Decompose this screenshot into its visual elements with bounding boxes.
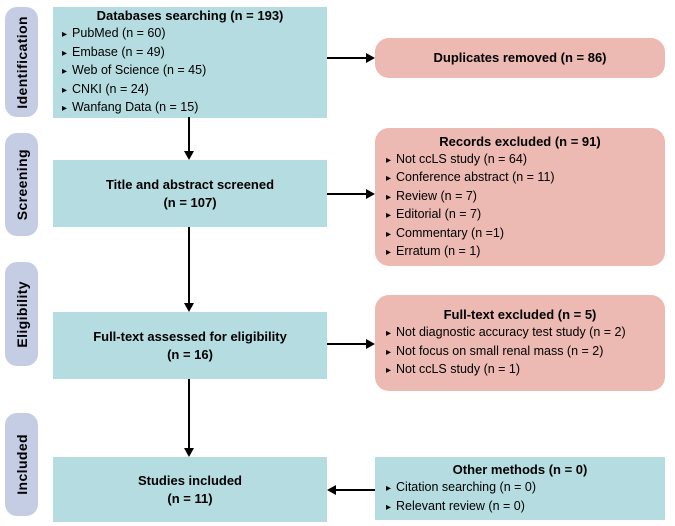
triangle-bullet-icon: ▸ bbox=[386, 501, 392, 513]
stage-label-eligibility: Eligibility bbox=[5, 262, 38, 366]
box-title-line1: Studies included bbox=[137, 472, 242, 488]
arrow-screened-to-excluded-line bbox=[327, 193, 367, 195]
arrow-screened-to-excluded-head-icon bbox=[366, 189, 375, 199]
arrow-fulltext-to-excluded-head-icon bbox=[366, 339, 375, 349]
arrow-othermethods-to-included-head-icon bbox=[327, 485, 336, 495]
list-item-label: Review (n = 7) bbox=[396, 188, 477, 203]
fulltext-assessed-box: Full-text assessed for eligibility (n = … bbox=[53, 312, 327, 379]
list-item-label: Erratum (n = 1) bbox=[396, 244, 481, 258]
list-item-label: CNKI (n = 24) bbox=[72, 81, 149, 96]
box-title: Full-text excluded (n = 5) bbox=[443, 307, 597, 323]
list-item: ▸ Commentary (n =1) bbox=[385, 225, 655, 244]
list-item: ▸ PubMed (n = 60) bbox=[61, 25, 319, 44]
list-item: ▸ CNKI (n = 24) bbox=[61, 81, 319, 100]
list-item: ▸ Not ccLS study (n = 64) bbox=[385, 151, 655, 170]
arrow-screened-to-fulltext-head-icon bbox=[184, 303, 194, 312]
list-item-label: Web of Science (n = 45) bbox=[72, 63, 207, 78]
stage-label-text: Identification bbox=[13, 15, 30, 109]
box-title-line2: (n = 16) bbox=[167, 346, 213, 362]
triangle-bullet-icon: ▸ bbox=[386, 365, 392, 377]
triangle-bullet-icon: ▸ bbox=[62, 84, 68, 96]
list-item-label: Not focus on small renal mass (n = 2) bbox=[396, 343, 604, 358]
list-item: ▸ Wanfang Data (n = 15) bbox=[61, 99, 319, 118]
stage-label-included: Included bbox=[5, 413, 38, 516]
list-item: ▸ Web of Science (n = 45) bbox=[61, 62, 319, 81]
arrow-databases-to-duplicates-line bbox=[327, 57, 367, 59]
list-item-label: Embase (n = 49) bbox=[72, 44, 165, 59]
databases-searching-box: Databases searching (n = 193) ▸ PubMed (n… bbox=[53, 7, 327, 118]
triangle-bullet-icon: ▸ bbox=[386, 483, 392, 494]
other-methods-list: ▸ Citation searching (n = 0) ▸ Relevant re… bbox=[385, 479, 655, 516]
triangle-bullet-icon: ▸ bbox=[386, 191, 392, 203]
triangle-bullet-icon: ▸ bbox=[386, 154, 392, 166]
triangle-bullet-icon: ▸ bbox=[386, 210, 392, 221]
box-title-line2: (n = 11) bbox=[167, 490, 213, 506]
triangle-bullet-icon: ▸ bbox=[386, 247, 392, 258]
other-methods-box: Other methods (n = 0) ▸ Citation searchin… bbox=[375, 457, 665, 520]
triangle-bullet-icon: ▸ bbox=[386, 328, 392, 340]
records-excluded-box: Records excluded (n = 91) ▸ Not ccLS stud… bbox=[375, 128, 665, 266]
stage-label-identification: Identification bbox=[5, 7, 38, 117]
stage-label-text: Screening bbox=[13, 148, 30, 221]
list-item-label: Citation searching (n = 0) bbox=[396, 480, 537, 494]
triangle-bullet-icon: ▸ bbox=[62, 103, 68, 115]
arrow-databases-to-screened-line bbox=[188, 117, 190, 152]
triangle-bullet-icon: ▸ bbox=[62, 29, 68, 41]
list-item: ▸ Embase (n = 49) bbox=[61, 44, 319, 63]
arrow-othermethods-to-included-line bbox=[335, 489, 375, 491]
databases-list: ▸ PubMed (n = 60) ▸ Embase (n = 49) ▸ Web o… bbox=[61, 25, 319, 118]
stage-label-text: Eligibility bbox=[13, 280, 30, 348]
list-item: ▸ Not focus on small renal mass (n = 2) bbox=[385, 343, 655, 362]
list-item-label: Relevant review (n = 0) bbox=[396, 498, 525, 513]
list-item: ▸ Not diagnostic accuracy test study (n =… bbox=[385, 324, 655, 343]
box-title: Duplicates removed (n = 86) bbox=[433, 50, 607, 65]
records-excluded-list: ▸ Not ccLS study (n = 64) ▸ Conference abs… bbox=[385, 151, 655, 262]
arrow-databases-to-screened-head-icon bbox=[184, 151, 194, 160]
triangle-bullet-icon: ▸ bbox=[386, 346, 392, 358]
arrow-databases-to-duplicates-head-icon bbox=[366, 53, 375, 63]
studies-included-box: Studies included (n = 11) bbox=[53, 457, 327, 522]
list-item-label: Not diagnostic accuracy test study (n = … bbox=[396, 325, 626, 340]
duplicates-removed-box: Duplicates removed (n = 86) bbox=[375, 38, 665, 78]
list-item: ▸ Editorial (n = 7) bbox=[385, 206, 655, 225]
fulltext-excluded-list: ▸ Not diagnostic accuracy test study (n =… bbox=[385, 324, 655, 380]
list-item: ▸ Citation searching (n = 0) bbox=[385, 479, 655, 498]
box-title: Other methods (n = 0) bbox=[452, 462, 588, 477]
list-item: ▸ Review (n = 7) bbox=[385, 188, 655, 207]
stage-label-text: Included bbox=[13, 434, 30, 495]
list-item-label: Conference abstract (n = 11) bbox=[396, 170, 555, 184]
fulltext-excluded-box: Full-text excluded (n = 5) ▸ Not diagnost… bbox=[375, 295, 665, 391]
list-item-label: Commentary (n =1) bbox=[396, 225, 505, 240]
list-item: ▸ Conference abstract (n = 11) bbox=[385, 169, 655, 188]
triangle-bullet-icon: ▸ bbox=[62, 66, 68, 78]
triangle-bullet-icon: ▸ bbox=[62, 47, 68, 59]
triangle-bullet-icon: ▸ bbox=[386, 228, 392, 240]
triangle-bullet-icon: ▸ bbox=[386, 173, 392, 184]
list-item-label: Wanfang Data (n = 15) bbox=[72, 100, 199, 115]
list-item-label: Not ccLS study (n = 64) bbox=[396, 151, 527, 166]
arrow-fulltext-to-included-line bbox=[188, 379, 190, 449]
box-title-line2: (n = 107) bbox=[163, 194, 217, 210]
list-item: ▸ Erratum (n = 1) bbox=[385, 243, 655, 262]
arrow-screened-to-fulltext-line bbox=[188, 227, 190, 304]
list-item-label: Editorial (n = 7) bbox=[396, 207, 482, 221]
box-title-line1: Full-text assessed for eligibility bbox=[93, 328, 287, 344]
list-item: ▸ Not ccLS study (n = 1) bbox=[385, 361, 655, 380]
list-item: ▸ Relevant review (n = 0) bbox=[385, 498, 655, 517]
title-abstract-screened-box: Title and abstract screened (n = 107) bbox=[53, 160, 327, 227]
list-item-label: PubMed (n = 60) bbox=[72, 26, 166, 41]
arrow-fulltext-to-included-head-icon bbox=[184, 448, 194, 457]
list-item-label: Not ccLS study (n = 1) bbox=[396, 362, 521, 377]
arrow-fulltext-to-excluded-line bbox=[327, 343, 367, 345]
stage-label-screening: Screening bbox=[5, 133, 38, 236]
box-title-line1: Title and abstract screened bbox=[105, 176, 275, 192]
box-title: Databases searching (n = 193) bbox=[96, 8, 284, 24]
box-title: Records excluded (n = 91) bbox=[439, 133, 601, 149]
